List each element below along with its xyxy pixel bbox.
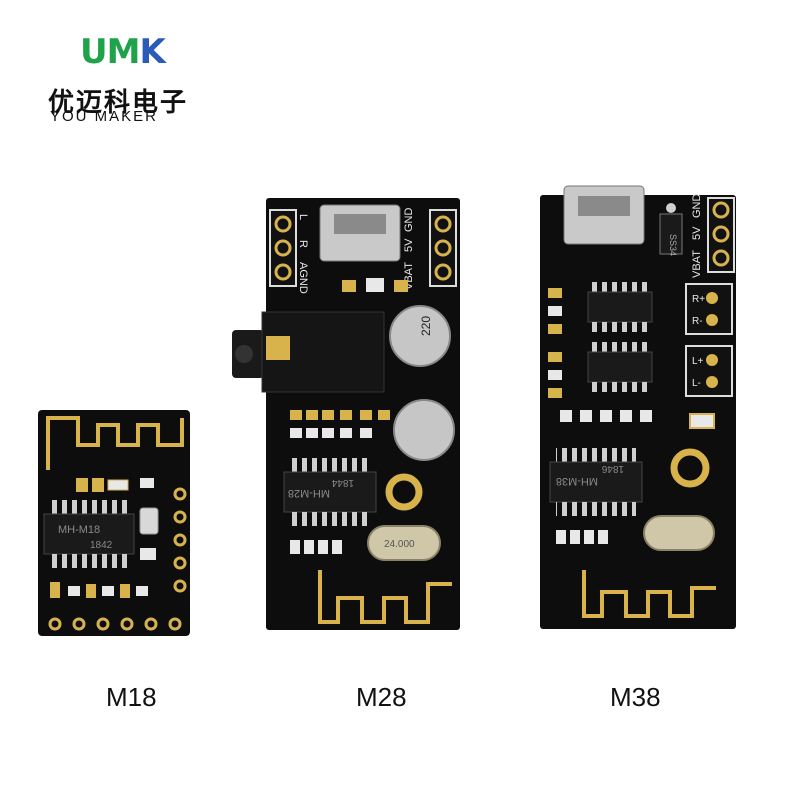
m18-date-code: 1842: [90, 540, 113, 551]
m28-power-label-gnd: GND: [403, 208, 415, 233]
m28-pin-label-agnd: AGND: [297, 262, 309, 294]
m38-crystal: [643, 515, 715, 551]
m28-crystal-text: 24.000: [384, 539, 415, 550]
logo-english-name: YOU MAKER: [50, 108, 159, 125]
m38-diode-text: SS34: [668, 234, 678, 256]
m38-label-l-plus: L+: [692, 356, 704, 367]
m38-label-r-minus: R-: [692, 316, 703, 327]
m38-side-terminals: R+ R- L+ L-: [685, 283, 733, 397]
module-label-m18: M18: [106, 682, 157, 712]
m28-pin-label-l: L: [297, 214, 309, 220]
m38-diode: SS34: [659, 203, 683, 256]
module-m38-board: SS34 VBAT 5V GND R+ R- L+ L-: [540, 185, 736, 629]
m28-audio-jack: [232, 311, 385, 393]
logo-mark: UMK: [80, 35, 180, 69]
m28-antenna: [318, 570, 452, 624]
module-m28-board: L R AGND VBAT 5V GND: [232, 198, 460, 630]
m28-header-left: [269, 209, 297, 287]
m28-power-label-5v: 5V: [403, 238, 415, 252]
m38-header-right: [707, 197, 735, 273]
m38-power-labels: VBAT 5V GND: [691, 194, 703, 279]
module-label-m28: M28: [356, 682, 407, 712]
m38-amp-chip-bottom: [587, 342, 653, 392]
m38-main-chip: MH-M38 1846: [549, 448, 643, 516]
m28-capacitor-bottom: [393, 399, 455, 461]
m28-cap-top-value: 220: [419, 316, 433, 336]
m28-capacitor-top: 220: [389, 305, 451, 367]
m38-power-label-vbat: VBAT: [691, 250, 703, 278]
m38-date-code: 1846: [601, 463, 624, 474]
m28-date-code: 1844: [331, 477, 354, 488]
logo-mark-um: UM: [80, 32, 140, 72]
m18-edge-pads-right: [173, 487, 187, 593]
m38-power-label-gnd: GND: [691, 194, 703, 219]
m28-crystal: 24.000: [367, 525, 441, 561]
module-label-m38: M38: [610, 682, 661, 712]
m18-chip-text: MH-M18: [58, 524, 100, 536]
logo-mark-k: K: [139, 32, 165, 72]
m18-main-chip: MH-M18 1842: [43, 500, 135, 568]
m38-label-l-minus: L-: [692, 378, 701, 389]
m28-pin-label-r: R: [297, 240, 309, 248]
m38-chip-text: MH-M38: [556, 475, 598, 487]
m38-usb-connector: [563, 185, 645, 245]
logo-chinese-name: 优迈科电子: [48, 88, 189, 118]
m28-pin-labels: L R AGND: [297, 214, 309, 294]
m28-power-labels: VBAT 5V GND: [403, 208, 415, 291]
m18-edge-pads-bottom: [48, 617, 182, 631]
m28-chip-text: MH-M28: [288, 487, 330, 499]
m18-antenna: [46, 416, 184, 470]
m38-power-label-5v: 5V: [691, 226, 703, 240]
m38-label-r-plus: R+: [692, 294, 705, 305]
m28-header-right: [429, 209, 457, 287]
m38-amp-chip-top: [587, 282, 653, 332]
brand-logo: UMK 优迈科电子 YOU MAKER: [48, 35, 218, 126]
module-m18-board: MH-M18 1842: [38, 410, 190, 636]
m28-main-chip: MH-M28 1844: [283, 458, 377, 526]
m38-antenna: [582, 570, 716, 618]
m28-usb-connector: [319, 204, 401, 262]
